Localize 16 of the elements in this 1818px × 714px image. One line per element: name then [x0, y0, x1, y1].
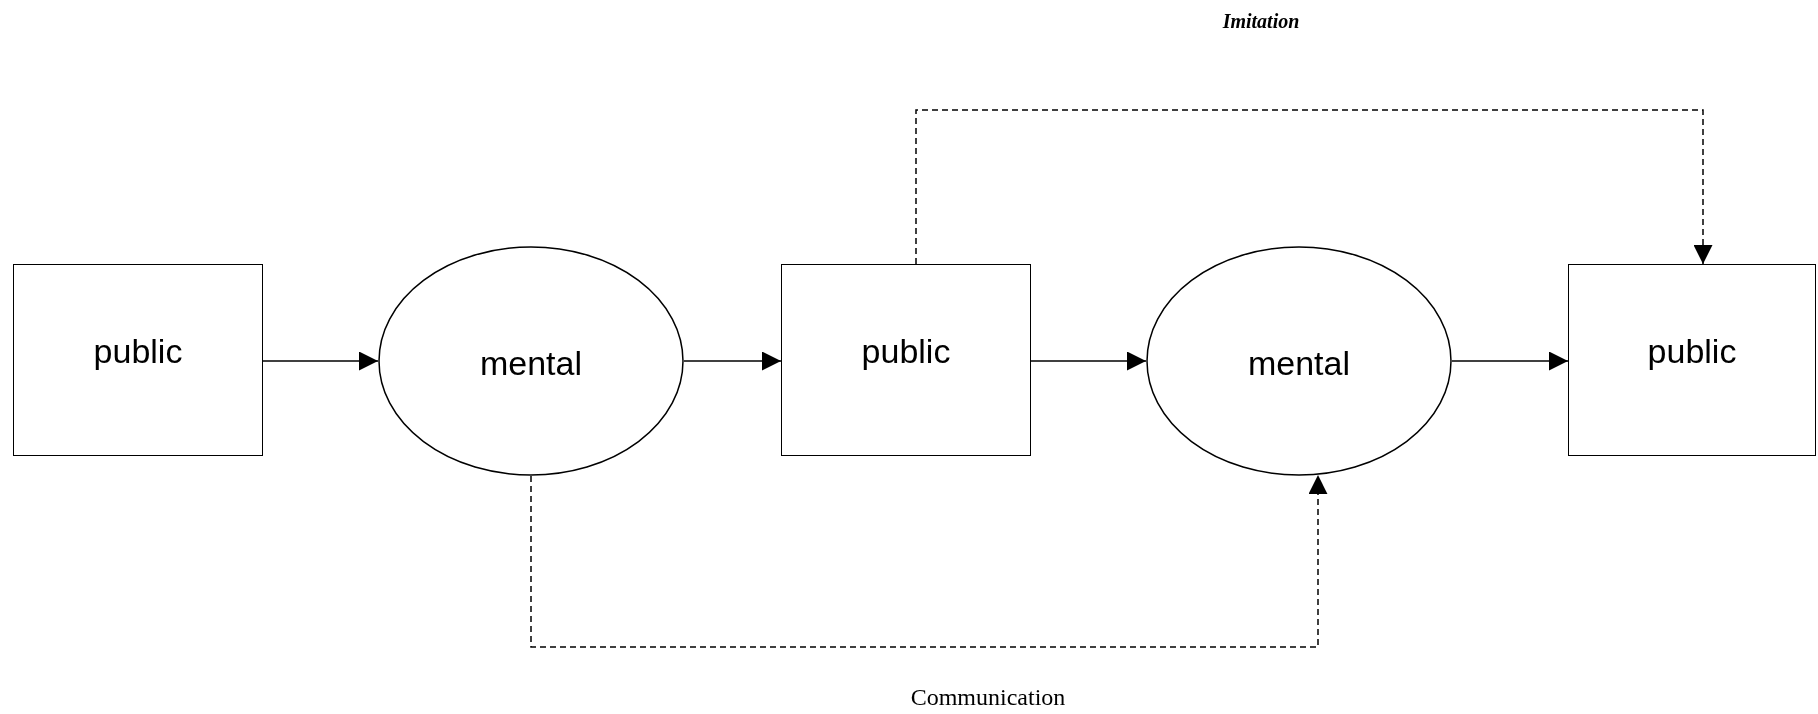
arrow — [1030, 351, 1147, 371]
node-label: mental — [479, 343, 583, 383]
ellipse-node — [378, 246, 684, 476]
process-box — [1568, 264, 1816, 456]
ellipse-node — [1146, 246, 1452, 476]
arrow — [262, 351, 379, 371]
process-box — [781, 264, 1031, 456]
node-label: mental — [1247, 343, 1351, 383]
node-label: public — [861, 331, 951, 371]
dashed-arrow — [915, 109, 1713, 265]
dashed-arrow — [530, 474, 1328, 648]
process-box — [13, 264, 263, 456]
arrow — [1451, 351, 1569, 371]
arrow — [683, 351, 782, 371]
node-label: public — [1647, 331, 1737, 371]
node-label: public — [93, 331, 183, 371]
